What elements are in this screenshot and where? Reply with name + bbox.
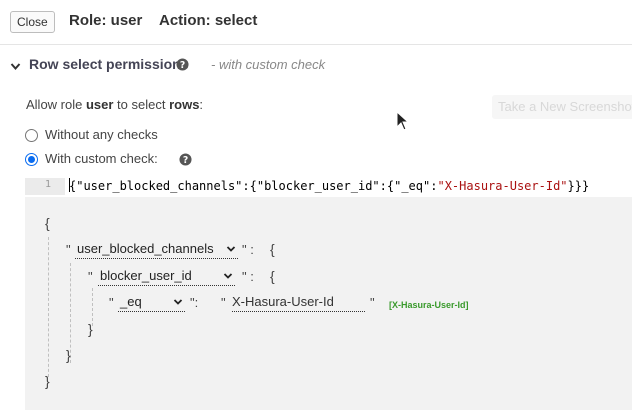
chevron-down-icon (173, 295, 183, 310)
close-brace: } (66, 347, 71, 363)
column-select-user-blocked-channels[interactable]: user_blocked_channels (75, 241, 238, 259)
json-editor[interactable]: 1 {"user_blocked_channels":{"blocker_use… (25, 178, 632, 195)
allow-description: Allow role user to select rows: (26, 97, 204, 112)
svg-text:?: ? (180, 60, 185, 71)
column-select-blocker-user-id[interactable]: blocker_user_id (98, 268, 235, 286)
take-screenshot-button[interactable]: Take a New Screenshot (492, 95, 632, 119)
value-input[interactable]: X-Hasura-User-Id (232, 294, 365, 312)
tree-guide-line (48, 237, 49, 377)
help-icon[interactable]: ? (176, 58, 189, 76)
session-variable-tag[interactable]: [X-Hasura-User-Id] (389, 300, 469, 310)
editor-code-line[interactable]: {"user_blocked_channels":{"blocker_user_… (69, 178, 590, 193)
section-note: - with custom check (211, 57, 326, 72)
quote-colon: " : (242, 242, 254, 257)
chevron-down-icon (226, 242, 236, 257)
radio-button[interactable] (25, 129, 38, 142)
editor-gutter: 1 (25, 178, 65, 195)
quote: " (221, 295, 226, 310)
quote: " (88, 269, 93, 284)
role-title: Role: user (69, 12, 143, 29)
text-cursor (69, 178, 70, 192)
radio-label: Without any checks (45, 127, 158, 142)
header-bar: Close Role: user Action: select (0, 0, 632, 45)
chevron-down-icon (223, 269, 233, 284)
line-number: 1 (44, 179, 51, 190)
quote: " (370, 295, 375, 310)
quote-colon: ": (190, 295, 199, 310)
tree-guide-line (70, 263, 71, 363)
radio-button[interactable] (25, 153, 38, 166)
section-title: Row select permissions (29, 56, 189, 72)
chevron-down-icon (10, 59, 21, 77)
close-brace: } (88, 321, 93, 337)
mouse-pointer-icon (396, 110, 410, 136)
svg-text:?: ? (183, 155, 188, 166)
close-brace: } (45, 373, 50, 389)
quote: " (66, 242, 71, 257)
operator-select[interactable]: _eq (118, 294, 185, 312)
permission-builder: { " user_blocked_channels " : { " blocke… (25, 197, 632, 410)
radio-label: With custom check: (45, 151, 158, 166)
open-brace: { (270, 268, 275, 284)
quote: " (109, 295, 114, 310)
help-icon[interactable]: ? (179, 153, 192, 171)
tree-guide-line (92, 288, 93, 326)
quote-colon: " : (242, 269, 254, 284)
close-button[interactable]: Close (10, 11, 55, 33)
action-title: Action: select (159, 12, 258, 29)
open-brace: { (270, 241, 275, 257)
open-brace: { (45, 215, 50, 231)
